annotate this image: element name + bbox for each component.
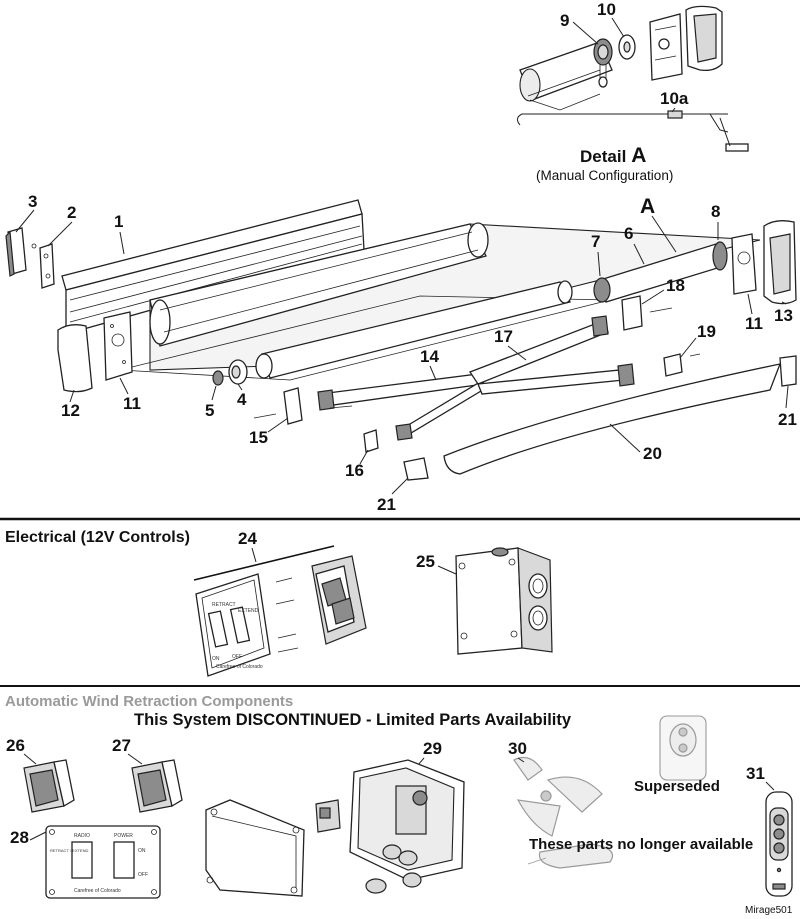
callout-5: 5 xyxy=(205,401,214,420)
callout-27: 27 xyxy=(112,736,131,755)
part-10a-crank-rod xyxy=(516,110,749,152)
callout-25: 25 xyxy=(416,552,435,571)
callout-10: 10 xyxy=(597,0,616,19)
panel28-brand-label: Carefree of Colorado xyxy=(74,888,121,894)
part-30-anemometer xyxy=(513,757,614,869)
panel28-power-label: POWER xyxy=(114,833,133,839)
callout-21-bottom: 21 xyxy=(377,495,396,514)
callout-11-left: 11 xyxy=(123,394,141,413)
no-longer-available-label: These parts no longer available xyxy=(529,836,753,853)
switch24-off-label: OFF xyxy=(232,654,242,660)
part-27-rocker-switch xyxy=(131,759,183,813)
part-24-bracket-line xyxy=(193,545,335,581)
switch24-retract-label: RETRACT xyxy=(212,602,236,608)
callout-a: A xyxy=(640,195,655,218)
switch24-on-label: ON xyxy=(212,656,220,662)
part-24-switch-assembly: RETRACT EXTEND ON OFF Carefree of Colora… xyxy=(195,555,367,677)
part-25-junction-box xyxy=(455,547,553,655)
panel28-retract-extend-label: RETRACT / EXTEND xyxy=(50,848,88,853)
panel28-off-label: OFF xyxy=(138,872,148,878)
part-26-rocker-switch xyxy=(23,759,75,813)
callout-13: 13 xyxy=(774,306,793,325)
panel28-radio-label: RADIO xyxy=(74,833,90,839)
part-29-controller-box xyxy=(205,759,465,897)
callout-29: 29 xyxy=(423,739,442,758)
superseded-label: Superseded xyxy=(634,778,720,795)
callout-7: 7 xyxy=(591,232,600,251)
detail-a-illustration xyxy=(516,5,749,152)
callout-16: 16 xyxy=(345,461,364,480)
callout-12: 12 xyxy=(61,401,80,420)
callout-30: 30 xyxy=(508,739,527,758)
callout-21-right: 21 xyxy=(778,410,797,429)
callout-20: 20 xyxy=(643,444,662,463)
panel28-on-label: ON xyxy=(138,848,146,854)
callout-2: 2 xyxy=(67,203,76,222)
switch24-extend-label: EXTEND xyxy=(238,608,259,614)
callout-18: 18 xyxy=(666,276,685,295)
wind-section-title: Automatic Wind Retraction Components xyxy=(5,693,293,710)
callout-14: 14 xyxy=(420,347,439,366)
callout-1: 1 xyxy=(114,212,123,231)
callout-28: 28 xyxy=(10,828,29,847)
switch24-brand-label: Carefree of Colorado xyxy=(216,664,263,670)
part-31-remote-control xyxy=(765,791,793,897)
callout-15: 15 xyxy=(249,428,268,447)
callout-31: 31 xyxy=(746,764,765,783)
callout-17: 17 xyxy=(494,327,513,346)
part-9-gear xyxy=(593,38,613,88)
callout-19: 19 xyxy=(697,322,716,341)
callout-3: 3 xyxy=(28,192,37,211)
electrical-section-title: Electrical (12V Controls) xyxy=(5,529,190,546)
part-28-control-panel: RADIO POWER RETRACT / EXTEND ON OFF Care… xyxy=(45,825,161,899)
callout-26: 26 xyxy=(6,736,25,755)
callout-4: 4 xyxy=(237,390,247,409)
detail-a-subtitle: (Manual Configuration) xyxy=(536,168,673,183)
figure-code: Mirage501 xyxy=(745,905,793,916)
callout-8: 8 xyxy=(711,202,720,221)
callout-10a: 10a xyxy=(660,89,689,108)
superseded-remote xyxy=(659,715,707,781)
awning-assembly-illustration xyxy=(5,199,797,481)
callout-24: 24 xyxy=(238,529,257,548)
callout-11-right: 11 xyxy=(745,314,763,333)
callout-6: 6 xyxy=(624,224,633,243)
callout-9: 9 xyxy=(560,11,569,30)
part-10-bearing xyxy=(618,34,636,60)
wind-discontinued-notice: This System DISCONTINUED - Limited Parts… xyxy=(134,711,572,729)
